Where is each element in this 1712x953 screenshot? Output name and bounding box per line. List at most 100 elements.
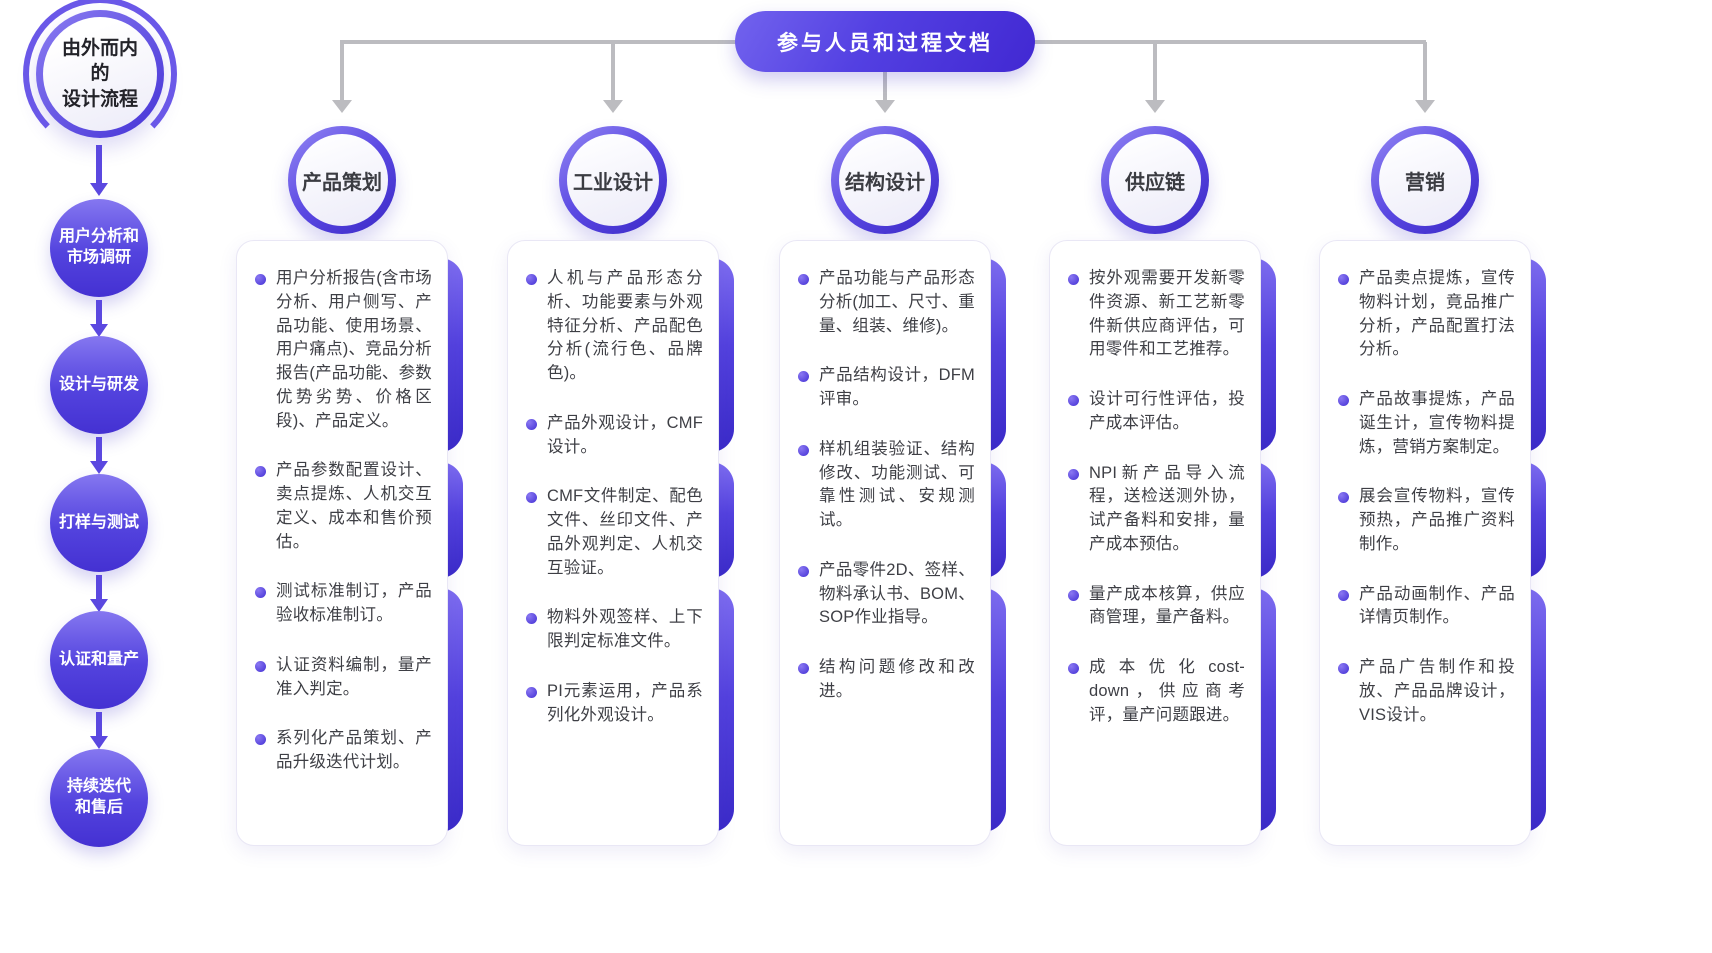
bullet-dot-icon (798, 663, 809, 674)
arrow-stem (96, 145, 102, 183)
column-industrial-design: 工业设计 人机与产品形态分析、功能要素与外观特征分析、产品配色分析(流行色、品牌… (507, 126, 734, 846)
list-item-text: PI元素运用，产品系列化外观设计。 (547, 681, 703, 724)
bullet-dot-icon (1068, 274, 1079, 285)
bullet-list: 产品卖点提炼，宣传物料计划，竟品推广分析，产品配置打法分析。 产品故事提炼，产品… (1338, 267, 1515, 727)
bullet-dot-icon (526, 613, 537, 625)
list-item-text: 量产成本核算，供应商管理，量产备料。 (1089, 584, 1245, 627)
header-pill: 参与人员和过程文档 (735, 11, 1035, 72)
connector-down-arrow-icon (1415, 42, 1435, 113)
column-circle-inner: 结构设计 (839, 134, 931, 226)
flow-step-label: 打样与测试 (58, 513, 139, 531)
bullet-dot-icon (255, 587, 266, 599)
list-item: 认证资料编制，量产准入判定。 (255, 654, 432, 702)
column-card: 产品卖点提炼，宣传物料计划，竟品推广分析，产品配置打法分析。 产品故事提炼，产品… (1319, 240, 1546, 846)
arrow-head (603, 100, 623, 113)
column-title: 工业设计 (573, 171, 653, 194)
down-arrow-icon (90, 300, 108, 337)
column-title: 营销 (1405, 171, 1445, 194)
bullet-dot-icon (255, 660, 266, 672)
down-arrow-icon (90, 712, 108, 749)
bullet-dot-icon (1068, 663, 1079, 674)
flow-step-prototype-test: 打样与测试 (50, 474, 148, 572)
list-item-text: 产品动画制作、产品详情页制作。 (1359, 584, 1515, 627)
column-product-planning: 产品策划 用户分析报告(含市场分析、用户侧写、产品功能、使用场景、用户痛点)、竞… (236, 126, 463, 846)
list-item-text: 认证资料编制，量产准入判定。 (276, 655, 432, 698)
list-item: 样机组装验证、结构修改、功能测试、可靠性测试、安规测试。 (798, 438, 975, 533)
connector-down-arrow-icon (875, 72, 895, 113)
bullet-dot-icon (1338, 395, 1349, 406)
arrow-stem (611, 42, 615, 100)
list-item: 产品零件2D、签样、物料承认书、BOM、SOP作业指导。 (798, 559, 975, 630)
column-supply-chain: 供应链 按外观需要开发新零件资源、新工艺新零件新供应商评估，可用零件和工艺推荐。… (1049, 126, 1276, 846)
bullet-dot-icon (526, 686, 537, 698)
card-face: 产品卖点提炼，宣传物料计划，竟品推广分析，产品配置打法分析。 产品故事提炼，产品… (1319, 240, 1531, 846)
list-item-text: 按外观需要开发新零件资源、新工艺新零件新供应商评估，可用零件和工艺推荐。 (1089, 269, 1245, 359)
list-item-text: 结构问题修改和改进。 (819, 658, 975, 700)
column-circle: 结构设计 (831, 126, 939, 234)
card-face: 按外观需要开发新零件资源、新工艺新零件新供应商评估，可用零件和工艺推荐。 设计可… (1049, 240, 1261, 846)
bullet-dot-icon (1338, 663, 1349, 674)
list-item-text: 系列化产品策划、产品升级迭代计划。 (276, 729, 432, 771)
diagram-title: 由外而内 的 设计流程 (61, 37, 138, 110)
arrow-head (1415, 100, 1435, 113)
list-item-text: 测试标准制订，产品验收标准制订。 (276, 582, 432, 624)
column-card: 产品功能与产品形态分析(加工、尺寸、重量、组装、维修)。 产品结构设计，DFM评… (779, 240, 1006, 846)
bullet-dot-icon (255, 734, 266, 746)
bullet-dot-icon (255, 274, 266, 285)
column-title: 产品策划 (302, 171, 382, 194)
list-item-text: 产品功能与产品形态分析(加工、尺寸、重量、组装、维修)。 (819, 269, 975, 335)
list-item-text: 成本优化cost-down，供应商考评，量产问题跟进。 (1089, 658, 1245, 724)
flow-step-label: 用户分析和 市场调研 (58, 228, 139, 266)
bullet-dot-icon (1338, 492, 1349, 504)
arrow-stem (96, 437, 102, 461)
list-item: CMF文件制定、配色文件、丝印文件、产品外观判定、人机交互验证。 (526, 485, 703, 580)
column-circle: 产品策划 (288, 126, 396, 234)
arrow-head (90, 183, 108, 196)
list-item: 成本优化cost-down，供应商考评，量产问题跟进。 (1068, 656, 1245, 727)
down-arrow-icon (90, 145, 108, 196)
column-card: 按外观需要开发新零件资源、新工艺新零件新供应商评估，可用零件和工艺推荐。 设计可… (1049, 240, 1276, 846)
list-item-text: CMF文件制定、配色文件、丝印文件、产品外观判定、人机交互验证。 (547, 487, 703, 577)
list-item: 产品结构设计，DFM评审。 (798, 364, 975, 412)
list-item-text: NPI新产品导入流程，送检送测外协，试产备料和安排，量产成本预估。 (1089, 463, 1245, 553)
list-item-text: 展会宣传物料，宣传预热，产品推广资料制作。 (1359, 487, 1515, 553)
list-item: 产品广告制作和投放、产品品牌设计，VIS设计。 (1338, 656, 1515, 727)
arrow-stem (883, 72, 887, 100)
arrow-stem (96, 300, 102, 324)
flow-step-user-research: 用户分析和 市场调研 (50, 199, 148, 297)
bullet-dot-icon (1338, 589, 1349, 601)
list-item: 系列化产品策划、产品升级迭代计划。 (255, 727, 432, 775)
bullet-dot-icon (526, 274, 537, 285)
arrow-head (1145, 100, 1165, 113)
list-item: 产品卖点提炼，宣传物料计划，竟品推广分析，产品配置打法分析。 (1338, 267, 1515, 362)
bullet-dot-icon (1338, 274, 1349, 285)
connector-down-arrow-icon (332, 42, 352, 113)
arrow-head (875, 100, 895, 113)
list-item-text: 产品卖点提炼，宣传物料计划，竟品推广分析，产品配置打法分析。 (1359, 269, 1515, 359)
bullet-list: 用户分析报告(含市场分析、用户侧写、产品功能、使用场景、用户痛点)、竞品分析报告… (255, 267, 432, 775)
list-item: 产品参数配置设计、卖点提炼、人机交互定义、成本和售价预估。 (255, 459, 432, 554)
list-item-text: 人机与产品形态分析、功能要素与外观特征分析、产品配色分析(流行色、品牌色)。 (547, 269, 703, 382)
list-item: 产品功能与产品形态分析(加工、尺寸、重量、组装、维修)。 (798, 267, 975, 338)
card-face: 人机与产品形态分析、功能要素与外观特征分析、产品配色分析(流行色、品牌色)。 产… (507, 240, 719, 846)
flow-step-label: 持续迭代 和售后 (66, 778, 131, 816)
bullet-list: 人机与产品形态分析、功能要素与外观特征分析、产品配色分析(流行色、品牌色)。 产… (526, 267, 703, 727)
list-item: 物料外观签样、上下限判定标准文件。 (526, 606, 703, 654)
down-arrow-icon (90, 575, 108, 612)
list-item-text: 产品零件2D、签样、物料承认书、BOM、SOP作业指导。 (819, 560, 975, 627)
list-item: 产品外观设计，CMF设计。 (526, 412, 703, 460)
list-item: 展会宣传物料，宣传预热，产品推广资料制作。 (1338, 485, 1515, 556)
column-title: 供应链 (1125, 171, 1185, 194)
list-item: 设计可行性评估，投产成本评估。 (1068, 388, 1245, 436)
card-face: 产品功能与产品形态分析(加工、尺寸、重量、组装、维修)。 产品结构设计，DFM评… (779, 240, 991, 846)
arrow-head (332, 100, 352, 113)
bullet-dot-icon (526, 492, 537, 504)
arrow-stem (340, 42, 344, 100)
list-item: 按外观需要开发新零件资源、新工艺新零件新供应商评估，可用零件和工艺推荐。 (1068, 267, 1245, 362)
card-face: 用户分析报告(含市场分析、用户侧写、产品功能、使用场景、用户痛点)、竞品分析报告… (236, 240, 448, 846)
list-item-text: 产品广告制作和投放、产品品牌设计，VIS设计。 (1359, 658, 1515, 724)
arrow-stem (1423, 42, 1427, 100)
connector-down-arrow-icon (1145, 42, 1165, 113)
column-card: 人机与产品形态分析、功能要素与外观特征分析、产品配色分析(流行色、品牌色)。 产… (507, 240, 734, 846)
